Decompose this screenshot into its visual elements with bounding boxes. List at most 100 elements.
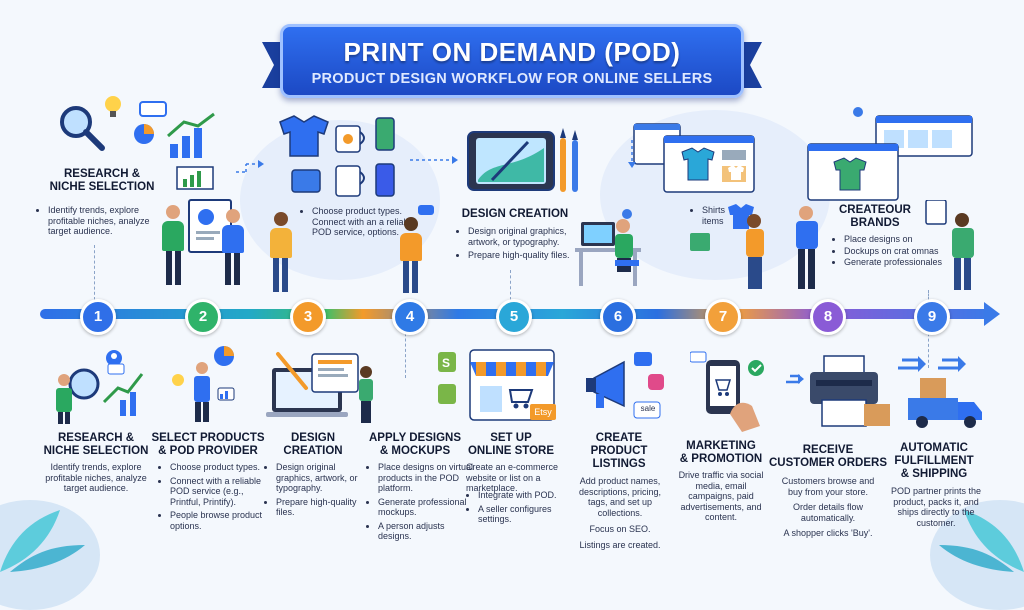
bullet: Generate professionales bbox=[844, 257, 956, 268]
title-line: RESEARCH & bbox=[63, 168, 141, 180]
step-8-text: Customers browse and buy from your store… bbox=[781, 476, 875, 497]
select-products-icon bbox=[172, 346, 235, 422]
bullet: Shirts items bbox=[702, 205, 746, 226]
title-line: SELECT PRODUCTS bbox=[151, 432, 265, 444]
person-illustration bbox=[796, 206, 818, 289]
title-line: LISTINGS bbox=[592, 458, 646, 470]
title-line: CREATEOUR bbox=[839, 204, 911, 216]
bullet: Dockups on crat omnas bbox=[844, 246, 956, 257]
bullet: Choose product types. bbox=[170, 462, 268, 473]
step-4-title: APPLY DESIGNS & MOCKUPS bbox=[362, 432, 468, 458]
title-line: FULFILLMENT bbox=[894, 455, 974, 467]
person-with-phone-illustration bbox=[262, 210, 302, 295]
designer-at-desk-illustration bbox=[575, 209, 641, 286]
step-node-8: 8 bbox=[810, 299, 846, 335]
top-research-bullets: Identify trends, explore profitable nich… bbox=[38, 205, 166, 240]
title-line: RECEIVE bbox=[802, 444, 854, 456]
step-5-title: SET UP ONLINE STORE bbox=[466, 432, 556, 458]
top-design-bullets: Design original graphics, artwork, or ty… bbox=[458, 226, 588, 264]
research-person-icon bbox=[56, 350, 144, 424]
step-1-title: RESEARCH & NICHE SELECTION bbox=[30, 432, 162, 458]
bullet: Identify trends, explore profitable nich… bbox=[48, 205, 166, 237]
chart-icon bbox=[176, 166, 214, 190]
step-9-title: AUTOMATIC FULFILLMENT & SHIPPING bbox=[884, 442, 984, 481]
page-subtitle: PRODUCT DESIGN WORKFLOW FOR ONLINE SELLE… bbox=[311, 71, 713, 87]
title-line: BRANDS bbox=[850, 217, 900, 229]
sale-label: sale bbox=[640, 404, 656, 413]
dashed-arrow-icon bbox=[236, 160, 264, 173]
step-5-bullets: Integrate with POD. A seller configures … bbox=[468, 490, 574, 528]
bullet: Place designs on virtual products in the… bbox=[378, 462, 478, 494]
step-6-title: CREATE PRODUCT LISTINGS bbox=[574, 432, 664, 471]
bullet: A person adjusts designs. bbox=[378, 521, 478, 542]
people-discussing-illustration bbox=[160, 195, 250, 290]
etsy-badge: Etsy bbox=[530, 404, 556, 420]
person-with-tablet-illustration bbox=[925, 200, 974, 290]
people-with-shirt-illustration bbox=[690, 204, 764, 289]
timeline-arrowhead bbox=[984, 302, 1000, 326]
step-3-bullets: Design original graphics, artwork, or ty… bbox=[266, 462, 372, 521]
printer-icon bbox=[786, 355, 890, 427]
research-icon-cluster bbox=[60, 96, 215, 158]
title-line: NICHE SELECTION bbox=[43, 445, 149, 457]
step-node-1: 1 bbox=[80, 299, 116, 335]
bullet: Choose product types. Connect with an a … bbox=[312, 206, 432, 238]
step-node-5: 5 bbox=[496, 299, 532, 335]
step-8-title: RECEIVE CUSTOMER ORDERS bbox=[768, 444, 888, 470]
step-1-text: Identify trends, explore profitable nich… bbox=[45, 462, 147, 493]
title-line: & MOCKUPS bbox=[379, 445, 451, 457]
step-node-3: 3 bbox=[290, 299, 326, 335]
top-design-title: DESIGN CREATION bbox=[461, 208, 569, 220]
title-line: NICHE SELECTION bbox=[49, 181, 155, 193]
page-title: PRINT ON DEMAND (POD) bbox=[343, 37, 681, 67]
product-types-icons bbox=[279, 115, 395, 197]
step-3-title: DESIGN CREATION bbox=[270, 432, 356, 458]
bullet: Prepare high-quality files. bbox=[276, 497, 372, 518]
bullet: Design original graphics, artwork, or ty… bbox=[468, 226, 588, 247]
megaphone-icon bbox=[586, 352, 664, 419]
title-line: & POD PROVIDER bbox=[158, 445, 258, 457]
title-line: CREATE bbox=[595, 432, 643, 444]
top-brand-bullets: Place designs on Dockups on crat omnas G… bbox=[834, 234, 956, 271]
title-line: SET UP bbox=[490, 432, 532, 444]
marketing-phone-icon bbox=[690, 351, 764, 432]
step-4-bullets: Place designs on virtual products in the… bbox=[368, 462, 478, 545]
step-8-text-2: Order details flow automatically. bbox=[792, 502, 864, 523]
step-node-9: 9 bbox=[914, 299, 950, 335]
delivery-truck-icon bbox=[898, 356, 982, 428]
top-brand-title: CREATEOUR BRANDS bbox=[835, 204, 915, 230]
title-line: AUTOMATIC bbox=[900, 442, 968, 454]
step-node-7: 7 bbox=[705, 299, 741, 335]
step-9-text: POD partner prints the product, packs it… bbox=[890, 486, 982, 528]
leaf-decoration-icon bbox=[939, 510, 1024, 572]
design-laptop-icon bbox=[266, 352, 373, 423]
bullet: Connect with a reliable POD service (e.g… bbox=[170, 476, 268, 508]
banner-main: PRINT ON DEMAND (POD) PRODUCT DESIGN WOR… bbox=[280, 24, 744, 98]
title-line: RESEARCH & bbox=[57, 432, 135, 444]
step-2-title: SELECT PRODUCTS & POD PROVIDER bbox=[148, 432, 268, 458]
bullet: Design original graphics, artwork, or ty… bbox=[276, 462, 372, 494]
title-line: MARKETING bbox=[686, 440, 756, 452]
step-6-text: Add product names, descriptions, pricing… bbox=[578, 476, 662, 518]
title-line: APPLY DESIGNS bbox=[368, 432, 462, 444]
step-6-text-2: Focus on SEO. bbox=[589, 524, 651, 534]
dashed-arrow-icon bbox=[410, 156, 458, 164]
tablet-design-icon bbox=[467, 128, 578, 192]
step-7-text: Drive traffic via social media, email ca… bbox=[678, 470, 764, 522]
bullet: Generate professional mockups. bbox=[378, 497, 478, 518]
connector-line bbox=[405, 328, 406, 378]
bullet: Place designs on bbox=[844, 234, 956, 245]
title-line: DESIGN bbox=[290, 432, 336, 444]
connector-line bbox=[94, 245, 95, 300]
top-research-title: RESEARCH & NICHE SELECTION bbox=[32, 168, 172, 194]
mockup-windows-icon bbox=[633, 123, 755, 193]
step-5-text: Create an e-commerce website or list on … bbox=[466, 462, 559, 493]
bullet: Integrate with POD. bbox=[478, 490, 574, 501]
connector-line bbox=[928, 328, 929, 368]
step-node-2: 2 bbox=[185, 299, 221, 335]
title-line: & SHIPPING bbox=[900, 468, 968, 480]
title-line: ONLINE STORE bbox=[467, 445, 555, 457]
online-store-icon: S bbox=[438, 349, 555, 421]
bullet: Prepare high-quality files. bbox=[468, 250, 588, 261]
step-2-bullets: Choose product types. Connect with a rel… bbox=[160, 462, 268, 534]
